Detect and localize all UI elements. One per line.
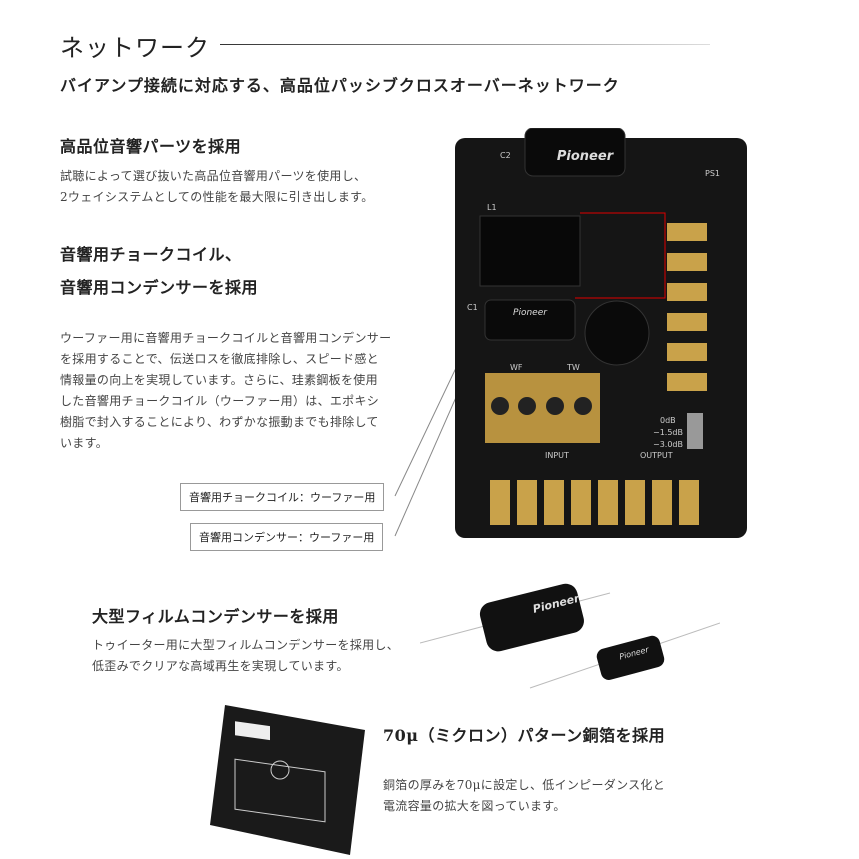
section-heading: 音響用チョークコイル、 音響用コンデンサーを採用 xyxy=(60,238,258,304)
section-heading: 高品位音響パーツを採用 xyxy=(60,137,242,156)
page-subtitle: バイアンプ接続に対応する、高品位パッシブクロスオーバーネットワーク xyxy=(60,76,620,95)
callout-choke-coil: 音響用チョークコイル：ウーファー用 xyxy=(180,483,385,511)
body-line: 電流容量の拡大を図っています。 xyxy=(383,799,566,813)
body-line: 情報量の向上を実現しています。さらに、珪素鋼板を使用 xyxy=(60,373,378,387)
section-body: トゥイーター用に大型フィルムコンデンサーを採用し、 低歪みでクリアな高域再生を実… xyxy=(92,635,399,677)
body-line: 樹脂で封入することにより、わずかな振動までも排除して xyxy=(60,415,379,429)
svg-text:TW: TW xyxy=(566,363,580,372)
svg-text:PS1: PS1 xyxy=(705,169,720,178)
network-board-image: Pioneer C2 PS1 L1 C1 Pioneer WF TW 0dB −… xyxy=(455,128,747,538)
body-line: した音響用チョークコイル（ウーファー用）は、エポキシ xyxy=(60,394,380,408)
svg-text:Pioneer: Pioneer xyxy=(513,308,548,318)
body-line: ウーファー用に音響用チョークコイルと音響用コンデンサー xyxy=(60,331,392,345)
svg-text:0dB: 0dB xyxy=(660,416,676,425)
section-body: 試聴によって選び抜いた高品位音響用パーツを使用し、 2ウェイシステムとしての性能… xyxy=(60,166,374,208)
body-line: います。 xyxy=(60,436,109,450)
callout-capacitor: 音響用コンデンサー：ウーファー用 xyxy=(190,523,384,551)
svg-text:C2: C2 xyxy=(500,151,511,160)
heading-line: 音響用チョークコイル、 xyxy=(60,245,242,264)
film-capacitor-image: Pioneer Pioneer xyxy=(420,583,720,689)
body-line: を採用することで、伝送ロスを徹底排除し、スピード感と xyxy=(60,352,379,366)
svg-text:WF: WF xyxy=(510,363,523,372)
svg-text:−3.0dB: −3.0dB xyxy=(653,440,683,449)
section-body: 銅箔の厚みを70μに設定し、低インピーダンス化と 電流容量の拡大を図っています。 xyxy=(383,775,665,817)
body-line: 2ウェイシステムとしての性能を最大限に引き出します。 xyxy=(60,190,374,204)
section-heading: 70μ（ミクロン）パターン銅箔を採用 xyxy=(383,726,666,745)
svg-text:C1: C1 xyxy=(467,303,478,312)
body-line: 低歪みでクリアな高域再生を実現しています。 xyxy=(92,659,349,673)
body-line: 試聴によって選び抜いた高品位音響用パーツを使用し、 xyxy=(60,169,367,183)
section-heading: 大型フィルムコンデンサーを採用 xyxy=(92,607,339,626)
section-body: ウーファー用に音響用チョークコイルと音響用コンデンサー を採用することで、伝送ロ… xyxy=(60,328,391,454)
body-line: トゥイーター用に大型フィルムコンデンサーを採用し、 xyxy=(92,638,400,652)
svg-text:OUTPUT: OUTPUT xyxy=(640,451,673,460)
page-title: ネットワーク xyxy=(60,34,210,62)
svg-text:INPUT: INPUT xyxy=(545,451,569,460)
svg-text:−1.5dB: −1.5dB xyxy=(653,428,683,437)
heading-line: 音響用コンデンサーを採用 xyxy=(60,278,259,297)
svg-text:Pioneer: Pioneer xyxy=(557,149,615,164)
body-line: 銅箔の厚みを70μに設定し、低インピーダンス化と xyxy=(383,778,666,792)
pcb-board-image xyxy=(210,705,365,855)
title-divider xyxy=(220,44,710,45)
svg-text:L1: L1 xyxy=(487,203,497,212)
